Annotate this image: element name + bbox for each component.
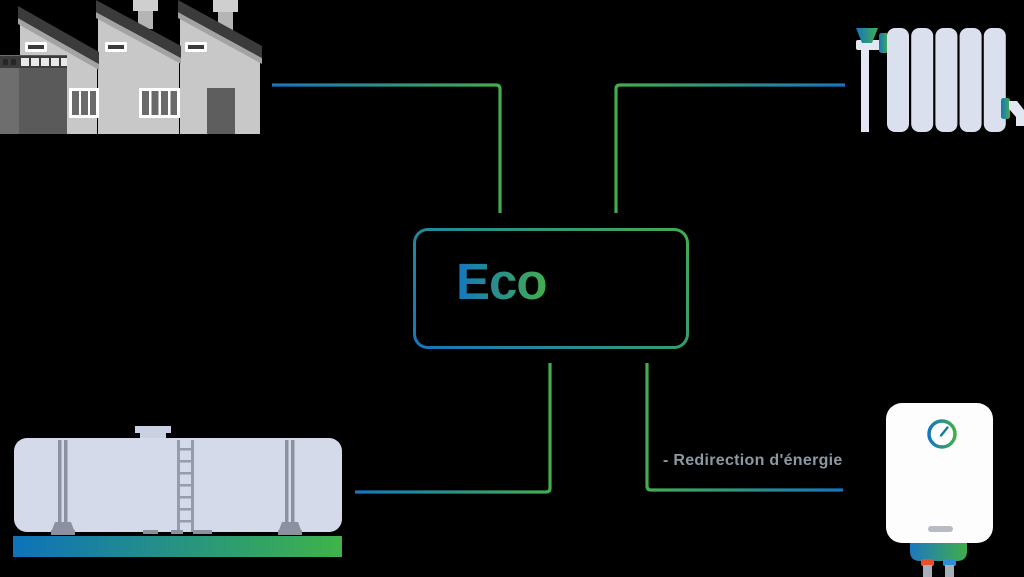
redirection-annotation: - Redirection d'énergie — [663, 452, 843, 469]
eco-node-box: Eco — [413, 228, 689, 349]
heater-hot-coupling — [921, 559, 934, 566]
radiator-icon — [856, 28, 1024, 132]
edge-factory-to-eco — [272, 83, 502, 213]
factory-door — [207, 88, 235, 134]
edge-eco-to-heater — [645, 363, 843, 492]
heater-gauge-icon — [927, 419, 957, 449]
radiator-valve-knob — [856, 28, 878, 43]
radiator-fins — [887, 28, 1006, 132]
heater-base-gradient — [910, 543, 967, 561]
eco-node-label: Eco — [456, 253, 548, 310]
radiator-outlet-pipe — [1009, 101, 1024, 126]
water-heater-icon — [886, 403, 993, 577]
heater-cold-coupling — [943, 559, 956, 566]
heater-hot-pipe — [923, 565, 932, 577]
tank-legs — [51, 440, 302, 535]
factory-tower — [0, 55, 67, 134]
storage-tank-icon — [13, 426, 342, 557]
tank-ladder — [177, 440, 194, 532]
factory-roofs — [18, 0, 262, 70]
eco-node-box-inner: Eco — [416, 231, 686, 346]
factory-icon — [0, 0, 262, 134]
radiator-coupling-top — [879, 33, 888, 53]
heater-slot — [928, 526, 953, 532]
radiator-inlet-pipe — [856, 40, 882, 132]
tank-base-gradient — [13, 536, 342, 557]
edge-tank-to-eco — [355, 363, 552, 494]
heater-cold-pipe — [945, 565, 954, 577]
factory-vents — [25, 42, 207, 52]
edge-eco-to-radiator — [614, 83, 845, 213]
radiator-coupling-bottom — [1001, 98, 1010, 119]
factory-windows — [69, 88, 180, 118]
tank-hatch — [135, 426, 171, 439]
